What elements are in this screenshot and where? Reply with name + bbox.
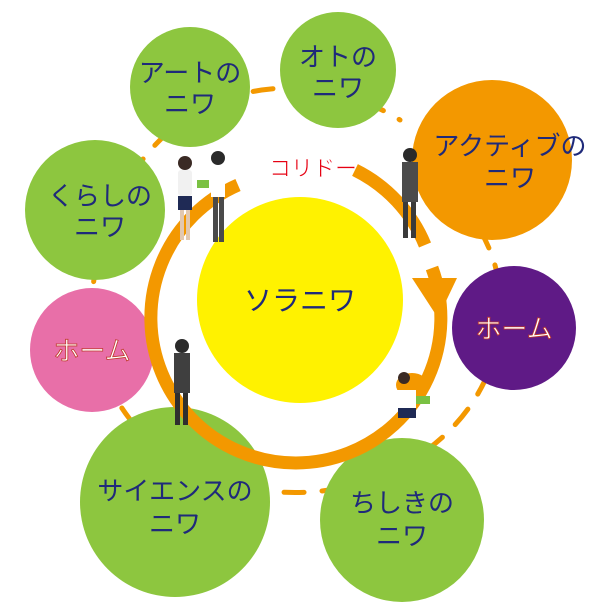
corridor-ring <box>144 179 448 470</box>
home-right-circle <box>452 266 576 390</box>
niwa-kurashi-line2: ニワ <box>74 213 126 243</box>
niwa-oto[interactable]: オトの ニワ <box>280 12 396 128</box>
niwa-oto-circle <box>280 12 396 128</box>
home-left-circle <box>30 288 154 412</box>
niwa-active-circle <box>412 80 572 240</box>
niwa-kurashi-line1: くらしの <box>48 182 152 212</box>
corridor-label: コリドー <box>269 157 357 182</box>
niwa-art-circle <box>130 27 250 147</box>
person-figure-sitting <box>396 372 430 418</box>
niwa-active-line2: ニワ <box>484 164 536 194</box>
niwa-art-line1: アートの <box>139 59 241 89</box>
niwa-chishiki-line1: ちしきの <box>350 489 454 519</box>
person-figure-right <box>402 148 418 238</box>
sorariwa-label: ソラニワ <box>244 284 356 317</box>
home-right[interactable]: ホーム <box>452 266 576 390</box>
niwa-science[interactable]: サイエンスの ニワ <box>80 407 270 597</box>
person-figure-left-bottom <box>174 339 190 425</box>
niwa-science-circle <box>80 407 270 597</box>
home-left-label: ホーム <box>53 337 130 367</box>
niwa-chishiki-circle <box>320 438 484 602</box>
niwa-kurashi[interactable]: くらしの ニワ <box>25 140 165 280</box>
niwa-chishiki-line2: ニワ <box>376 522 428 552</box>
corridor-arrowhead <box>412 278 457 318</box>
person-figure-pair-top <box>178 151 225 242</box>
niwa-science-line2: ニワ <box>149 510 201 540</box>
corridor-arc-top <box>352 164 432 248</box>
niwa-art[interactable]: アートの ニワ <box>130 27 250 147</box>
niwa-science-line1: サイエンスの <box>97 477 252 507</box>
niwa-active[interactable]: アクティブの ニワ <box>412 80 587 240</box>
niwa-oto-line1: オトの <box>299 43 377 73</box>
niwa-active-line1: アクティブの <box>433 132 586 162</box>
sorariwa-circle <box>197 197 403 403</box>
home-left[interactable]: ホーム <box>30 288 154 412</box>
niwa-kurashi-circle <box>25 140 165 280</box>
niwa-chishiki[interactable]: ちしきの ニワ <box>320 438 484 602</box>
niwa-art-line2: ニワ <box>164 90 216 120</box>
niwa-oto-line2: ニワ <box>312 74 364 104</box>
home-right-label: ホーム <box>475 315 552 345</box>
